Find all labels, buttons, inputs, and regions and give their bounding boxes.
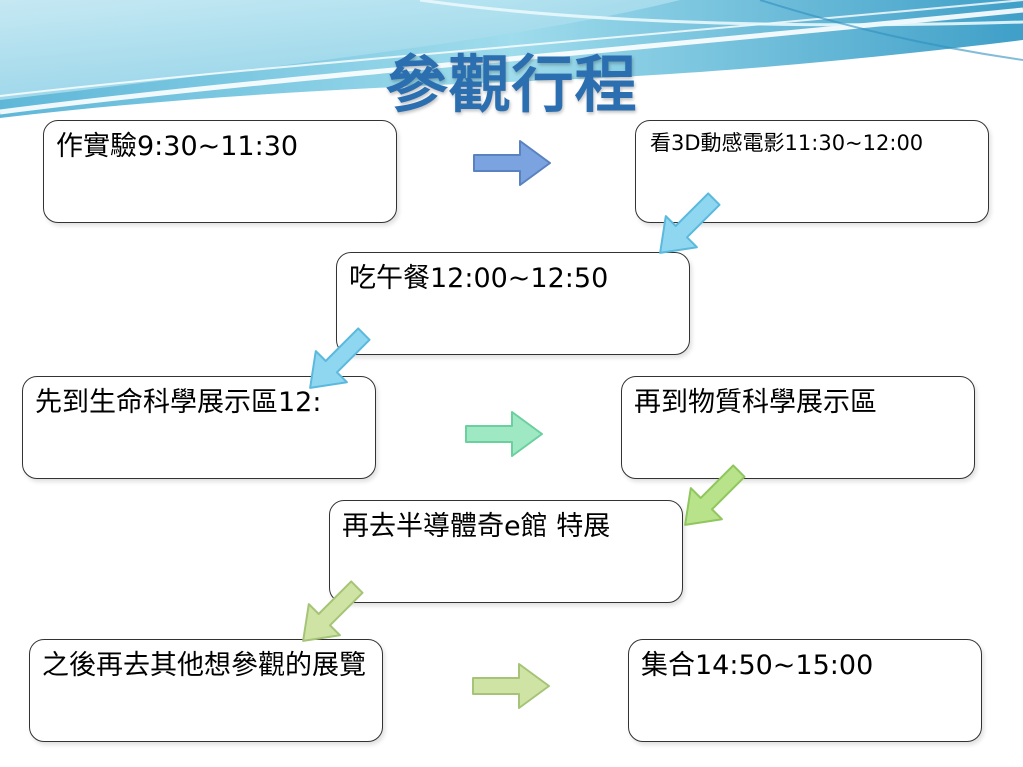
step-material-science: 再到物質科學展示區 [621,376,975,479]
step-lunch-label: 吃午餐12:00~12:50 [349,263,609,294]
page-title: 參觀行程 [385,48,638,121]
step-experiment-label: 作實驗9:30~11:30 [56,131,299,162]
step-semiconductor-exhibit-label: 再去半導體奇e館 特展 [342,511,611,542]
step-lunch: 吃午餐12:00~12:50 [336,252,690,355]
step-gathering: 集合14:50~15:00 [628,639,982,742]
step-other-exhibits-label: 之後再去其他想參觀的展覽 [42,650,366,681]
step-life-science-label: 先到生命科學展示區12: [35,387,322,418]
step-3d-movie: 看3D動感電影11:30~12:00 [635,120,989,223]
step-gathering-label: 集合14:50~15:00 [641,650,874,681]
step-experiment: 作實驗9:30~11:30 [43,120,397,223]
step-life-science: 先到生命科學展示區12: [22,376,376,479]
step-semiconductor-exhibit: 再去半導體奇e館 特展 [329,500,683,603]
step-material-science-label: 再到物質科學展示區 [634,387,877,418]
step-3d-movie-label: 看3D動感電影11:30~12:00 [650,131,924,155]
step-other-exhibits: 之後再去其他想參觀的展覽 [29,639,383,742]
